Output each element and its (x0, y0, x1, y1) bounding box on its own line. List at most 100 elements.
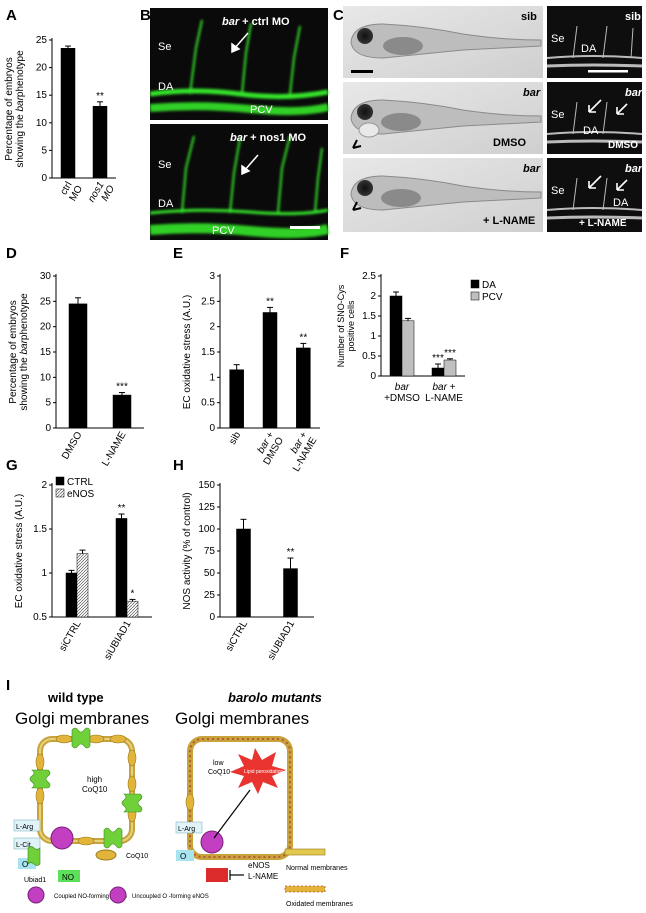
larva-row-2: bar DMSO bar Se DA DMSO (343, 82, 643, 154)
panel-b-micrographs: bar + ctrl MO Se DA PCV bar + nos1 MO Se… (150, 8, 330, 240)
category-label: siCTRL (224, 619, 250, 654)
inset-3-label-da: DA (613, 197, 629, 209)
inset-2-label-bar: bar (625, 87, 643, 99)
y-tick-label: 0 (370, 371, 376, 382)
y-tick-label: 1 (41, 568, 47, 579)
mut-larg: L-Arg (178, 826, 195, 833)
y-tick-label: 1.5 (201, 347, 215, 358)
y-tick-label: 150 (198, 480, 215, 491)
label-bar-lname: bar (523, 163, 541, 175)
panel-letter-a: A (6, 7, 17, 24)
inset-2-label-dmso: DMSO (608, 140, 638, 151)
inset-3-label-bar: bar (625, 163, 643, 175)
mut-coq10-text: CoQ10 (208, 769, 230, 776)
wt-no: NO (62, 873, 74, 882)
mut-coq10-ovals (185, 793, 195, 811)
bar-ctrl-0 (65, 572, 78, 618)
y-tick-label: 1 (209, 372, 215, 383)
y-tick-label: 0 (209, 612, 215, 623)
legend-swatch (55, 488, 65, 498)
y-tick-label: 0 (209, 423, 215, 434)
legend-coq10-icon (95, 849, 117, 861)
category-label: siCTRL (57, 619, 83, 654)
bar-1 (112, 394, 132, 429)
y-tick-label: 50 (204, 568, 216, 579)
inset-1-label-da: DA (581, 43, 597, 55)
bar-0 (60, 48, 76, 179)
legend-label: PCV (482, 292, 503, 303)
lipid-peroxidation-burst (230, 748, 286, 794)
category-label: bar +DMSO (252, 430, 286, 467)
wt-ubiad1 (29, 727, 143, 849)
y-tick-label: 0.5 (201, 398, 215, 409)
legend-coupled-icon (27, 886, 45, 904)
mut-lipid: Lipid peroxidation (244, 769, 283, 775)
larva-row-1: sib sib Se DA (343, 6, 643, 78)
panel-letter-i: I (6, 677, 10, 694)
bar-pcv-0 (401, 320, 415, 377)
y-tick-label: 2 (209, 322, 215, 333)
label-da-top: DA (158, 81, 174, 93)
panel-i-schematic: wild type Golgi membranes barolo mutants… (13, 690, 322, 882)
legend-oxidated: Oxidated membranes (286, 901, 353, 908)
panel-letter-g: G (6, 457, 18, 474)
category-label: DMSO (60, 430, 85, 462)
y-axis-label: EC oxidative stress (A.U.) (14, 494, 25, 608)
y-tick-label: 10 (40, 372, 52, 383)
significance-label: *** (432, 353, 444, 364)
panel-letter-h: H (173, 457, 184, 474)
category-label: siUBIAD1 (102, 619, 133, 662)
panel-letter-b: B (140, 7, 151, 24)
legend-ubiad1: Ubiad1 (24, 877, 46, 884)
bar-da-0 (389, 295, 403, 377)
category-label: sib (227, 430, 243, 447)
wt-no-box (58, 870, 80, 882)
y-tick-label: 125 (198, 502, 215, 513)
legend-coupled: Coupled NO-forming eNOS (54, 894, 127, 900)
inset-3 (547, 158, 642, 232)
mut-golgi-title: Golgi membranes (175, 709, 309, 728)
scale-bar-inset (588, 70, 628, 73)
wt-lcit: L-Cit (16, 842, 31, 849)
category-label: bar +L-NAME (425, 382, 463, 404)
y-tick-label: 2 (41, 480, 47, 491)
label-se-bottom: Se (158, 159, 171, 171)
panel-i-legend: Ubiad1 CoQ10 Normal membranes Coupled NO… (24, 846, 353, 908)
wt-larg: L-Arg (16, 824, 33, 831)
mut-enos-label: eNOS (248, 861, 270, 870)
inset-1-label-se: Se (551, 33, 564, 45)
scale-bar-c (351, 70, 373, 73)
y-tick-label: 25 (40, 296, 52, 307)
y-tick-label: 30 (40, 271, 52, 282)
mut-title: barolo mutants (228, 690, 322, 705)
micrograph-top-label: bar + ctrl MO (222, 16, 290, 28)
arrowhead-c2 (352, 139, 362, 149)
label-bar-dmso: bar (523, 87, 541, 99)
y-axis-label: NOS activity (% of control) (182, 492, 193, 609)
bar-enos-0 (76, 553, 89, 618)
category-label: bar+DMSO (384, 382, 420, 404)
y-axis-label: EC oxidative stress (A.U.) (182, 295, 193, 409)
label-sib: sib (521, 11, 537, 23)
arrow-bottom (241, 154, 259, 176)
bar-enos-1 (126, 600, 139, 618)
mut-lname-label: L-NAME (248, 872, 278, 881)
significance-label: * (131, 588, 135, 599)
label-pcv-bottom: PCV (212, 225, 235, 237)
y-tick-label: 5 (45, 398, 51, 409)
legend-coq10: CoQ10 (126, 853, 148, 860)
label-dmso: DMSO (493, 137, 526, 149)
legend-ubiad1-icon (27, 846, 41, 866)
panel-letter-e: E (173, 245, 183, 262)
wt-coq10-text: CoQ10 (82, 785, 108, 794)
label-da-bottom: DA (158, 198, 174, 210)
y-tick-label: 15 (40, 347, 52, 358)
y-tick-label: 0.5 (362, 351, 376, 362)
legend-swatch (470, 279, 480, 289)
inset-2-label-da: DA (583, 125, 599, 137)
legend-label: CTRL (67, 477, 94, 488)
